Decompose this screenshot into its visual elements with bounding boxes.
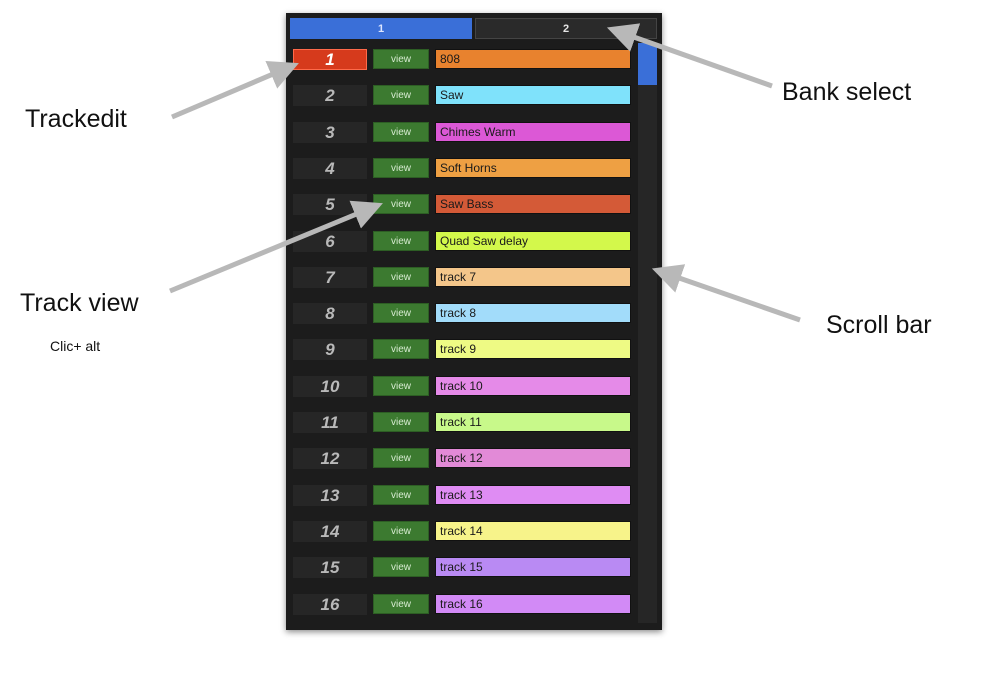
track-name-field[interactable]: track 16 [435, 594, 631, 614]
track-row: 11 view track 11 [286, 412, 636, 433]
track-row: 1 view 808 [286, 49, 636, 70]
track-view-button[interactable]: view [373, 376, 429, 396]
trackedit-button[interactable]: 14 [293, 521, 367, 542]
track-row: 13 view track 13 [286, 485, 636, 506]
track-name-field[interactable]: track 8 [435, 303, 631, 323]
track-row: 16 view track 16 [286, 594, 636, 615]
trackedit-button[interactable]: 10 [293, 376, 367, 397]
track-view-button[interactable]: view [373, 339, 429, 359]
track-name-field[interactable]: track 13 [435, 485, 631, 505]
track-name-field[interactable]: track 11 [435, 412, 631, 432]
track-name-field[interactable]: 808 [435, 49, 631, 69]
trackedit-button[interactable]: 3 [293, 122, 367, 143]
track-name-field[interactable]: Chimes Warm [435, 122, 631, 142]
track-view-button[interactable]: view [373, 412, 429, 432]
track-row: 8 view track 8 [286, 303, 636, 324]
track-view-button[interactable]: view [373, 521, 429, 541]
trackedit-button[interactable]: 15 [293, 557, 367, 578]
track-view-button[interactable]: view [373, 448, 429, 468]
track-row: 7 view track 7 [286, 267, 636, 288]
track-view-button[interactable]: view [373, 303, 429, 323]
trackedit-button[interactable]: 13 [293, 485, 367, 506]
bank-tab-2[interactable]: 2 [475, 18, 657, 39]
trackedit-button[interactable]: 1 [293, 49, 367, 70]
track-row: 14 view track 14 [286, 521, 636, 542]
track-name-field[interactable]: track 14 [435, 521, 631, 541]
trackedit-button[interactable]: 2 [293, 85, 367, 106]
track-view-button[interactable]: view [373, 557, 429, 577]
track-row: 10 view track 10 [286, 376, 636, 397]
track-view-button[interactable]: view [373, 85, 429, 105]
annotation-track-view-hint: Clic+ alt [50, 338, 101, 354]
scrollbar[interactable] [638, 43, 657, 623]
track-row: 4 view Soft Horns [286, 158, 636, 179]
track-view-button[interactable]: view [373, 594, 429, 614]
track-view-button[interactable]: view [373, 485, 429, 505]
annotation-trackedit: Trackedit [25, 105, 127, 133]
track-row: 5 view Saw Bass [286, 194, 636, 215]
trackedit-button[interactable]: 11 [293, 412, 367, 433]
trackedit-button[interactable]: 16 [293, 594, 367, 615]
trackedit-button[interactable]: 6 [293, 231, 367, 252]
trackedit-button[interactable]: 5 [293, 194, 367, 215]
track-name-field[interactable]: Saw [435, 85, 631, 105]
trackedit-button[interactable]: 9 [293, 339, 367, 360]
track-name-field[interactable]: track 7 [435, 267, 631, 287]
trackedit-button[interactable]: 12 [293, 448, 367, 469]
annotation-track-view: Track view [20, 289, 139, 317]
track-name-field[interactable]: Soft Horns [435, 158, 631, 178]
track-view-button[interactable]: view [373, 158, 429, 178]
track-name-field[interactable]: Saw Bass [435, 194, 631, 214]
track-name-field[interactable]: track 10 [435, 376, 631, 396]
track-row: 12 view track 12 [286, 448, 636, 469]
track-view-button[interactable]: view [373, 267, 429, 287]
track-row: 2 view Saw [286, 85, 636, 106]
track-view-button[interactable]: view [373, 194, 429, 214]
trackedit-button[interactable]: 7 [293, 267, 367, 288]
scrollbar-thumb[interactable] [638, 43, 657, 85]
arrow-trackedit [171, 60, 299, 120]
track-row: 15 view track 15 [286, 557, 636, 578]
track-row: 9 view track 9 [286, 339, 636, 360]
track-row: 6 view Quad Saw delay [286, 231, 636, 252]
track-name-field[interactable]: Quad Saw delay [435, 231, 631, 251]
track-name-field[interactable]: track 15 [435, 557, 631, 577]
annotation-scroll-bar: Scroll bar [826, 311, 932, 339]
track-row: 3 view Chimes Warm [286, 122, 636, 143]
track-name-field[interactable]: track 9 [435, 339, 631, 359]
annotation-bank-select: Bank select [782, 78, 912, 106]
track-name-field[interactable]: track 12 [435, 448, 631, 468]
track-view-button[interactable]: view [373, 49, 429, 69]
bank-tab-1[interactable]: 1 [290, 18, 472, 39]
trackedit-button[interactable]: 4 [293, 158, 367, 179]
trackedit-button[interactable]: 8 [293, 303, 367, 324]
track-view-button[interactable]: view [373, 231, 429, 251]
arrow-scroll-bar [651, 264, 801, 323]
track-view-button[interactable]: view [373, 122, 429, 142]
